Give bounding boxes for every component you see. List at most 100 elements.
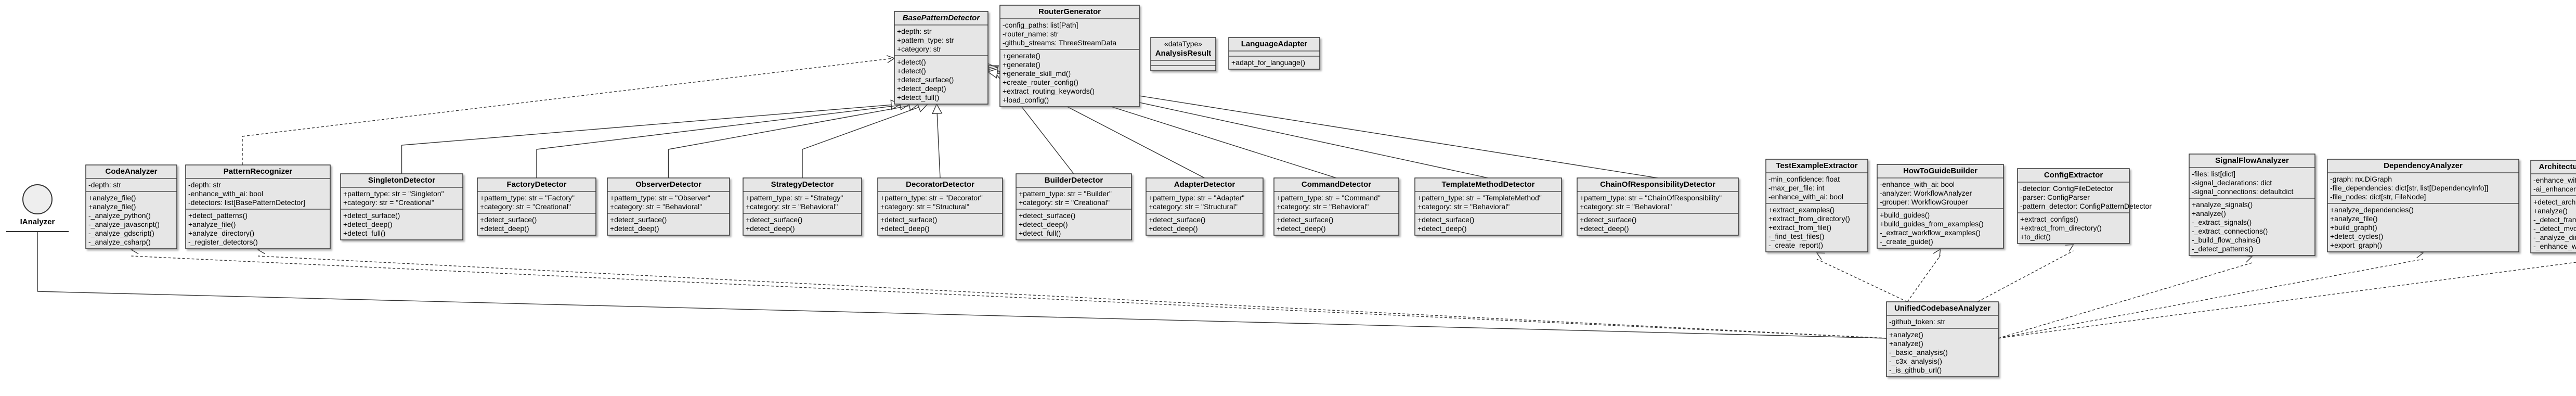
class-attribute: +pattern_type: str = "ChainOfResponsibil… (1580, 194, 1722, 202)
class-attribute: +pattern_type: str (897, 36, 954, 44)
class-adapter[interactable]: AdapterDetector+pattern_type: str = "Ada… (1146, 177, 1264, 236)
class-lang[interactable]: LanguageAdapter+adapt_for_language() (1228, 37, 1320, 70)
class-method: +analyze() (1889, 339, 1923, 348)
class-command[interactable]: CommandDetector+pattern_type: str = "Com… (1273, 177, 1399, 236)
class-method: +detect_deep() (343, 220, 393, 228)
class-attribute: -grouper: WorkflowGrouper (1880, 198, 1968, 206)
class-method: +detect_surface() (343, 211, 400, 220)
class-method: -_build_flow_chains() (2192, 236, 2260, 244)
class-box (1886, 301, 1999, 377)
class-method: +detect_surface() (880, 215, 937, 224)
class-attribute: -parser: ConfigParser (2020, 193, 2090, 201)
class-box (894, 11, 988, 105)
class-attribute: +pattern_type: str = "Observer" (610, 194, 710, 202)
class-attribute: -enhance_with_ai: bool (2533, 176, 2576, 184)
class-method: +analyze_file() (2330, 214, 2377, 223)
dependency-arrowhead (1933, 248, 1941, 258)
class-attribute: -detectors: list[BasePatternDetector] (188, 198, 305, 207)
class-attribute: -depth: str (88, 181, 121, 189)
class-signal[interactable]: SignalFlowAnalyzer-files: list[dict]-sig… (2189, 154, 2315, 256)
class-method: +detect_surface() (610, 215, 667, 224)
dependency-edge (257, 256, 1887, 339)
class-router[interactable]: RouterGenerator-config_paths: list[Path]… (999, 5, 1140, 107)
class-strategy[interactable]: StrategyDetector+pattern_type: str = "St… (743, 177, 862, 236)
class-method: -_extract_workflow_examples() (1880, 228, 1981, 237)
class-template[interactable]: TemplateMethodDetector+pattern_type: str… (1414, 177, 1562, 236)
class-method: -_analyze_directory_structure() (2533, 233, 2576, 241)
class-chain[interactable]: ChainOfResponsibilityDetector +pattern_ty… (1577, 177, 1739, 236)
generalization-edge (802, 107, 919, 150)
class-method: -_register_detectors() (188, 238, 258, 246)
class-testex[interactable]: TestExampleExtractor-min_confidence: flo… (1765, 159, 1868, 252)
class-result[interactable]: «dataType»AnalysisResult (1150, 37, 1216, 71)
dependency-arrowhead (2244, 254, 2253, 263)
class-name: CodeAnalyzer (105, 167, 157, 176)
class-name: CommandDetector (1302, 180, 1371, 189)
class-unified[interactable]: UnifiedCodebaseAnalyzer-github_token: st… (1886, 301, 1999, 377)
dependency-arrowhead (2065, 244, 2074, 252)
class-method: -_enhance_with_ai() (2533, 242, 2576, 250)
class-arch[interactable]: ArchitecturalPatternDetector-enhance_wit… (2530, 160, 2576, 253)
class-attribute: -detector: ConfigFileDetector (2020, 184, 2113, 193)
class-attribute: -enhance_with_ai: bool (1880, 180, 1955, 188)
class-name: ChainOfResponsibilityDetector (1600, 180, 1715, 189)
class-method: +extract_examples() (1768, 206, 1835, 214)
dependency-arrowhead (1816, 252, 1825, 260)
class-method: +detect_surface() (746, 215, 802, 224)
dependency-edge (131, 256, 1887, 339)
class-attribute: -enhance_with_ai: bool (188, 189, 263, 198)
ianalyzer-actor: IAnalyzer (6, 184, 69, 232)
class-observer[interactable]: ObserverDetector+pattern_type: str = "Ob… (607, 177, 730, 236)
class-attribute: -signal_connections: defaultdict (2192, 187, 2293, 196)
dependency-edge (1907, 255, 1941, 302)
class-recog[interactable]: PatternRecognizer-depth: str-enhance_wit… (185, 164, 331, 249)
actor-head-icon (22, 184, 53, 214)
dependency-edge (1998, 259, 2424, 339)
class-attribute: +pattern_type: str = "Strategy" (746, 194, 843, 202)
class-box (743, 177, 862, 236)
class-attribute: -ai_enhancer: AIEnhancer (2533, 185, 2576, 193)
class-method: +detect_deep() (1019, 220, 1068, 228)
class-method: -_basic_analysis() (1889, 348, 1948, 356)
class-attribute: -pattern_detector: ConfigPatternDetector (2020, 202, 2152, 210)
class-box (1577, 177, 1739, 236)
class-method: +analyze_file() (188, 220, 236, 228)
class-method: +analyze_file() (88, 202, 136, 211)
class-name: ConfigExtractor (2044, 171, 2103, 180)
class-box (1414, 177, 1562, 236)
class-method: +analyze_directory() (188, 229, 254, 237)
class-attribute: +category: str = "Structural" (1149, 202, 1238, 211)
class-name: DecoratorDetector (906, 180, 974, 189)
class-method: +extract_routing_keywords() (1003, 87, 1095, 95)
class-name: SingletonDetector (368, 176, 435, 185)
class-method: -_is_github_url() (1889, 366, 1942, 374)
class-method: +analyze_dependencies() (2330, 206, 2414, 214)
class-attribute: +pattern_type: str = "Builder" (1019, 189, 1112, 198)
generalization-arrowhead (932, 103, 943, 114)
class-method: +analyze() (1889, 330, 1923, 339)
class-method: +analyze() (2533, 207, 2568, 215)
class-attribute: -max_per_file: int (1768, 184, 1824, 192)
dependency-edge (242, 58, 894, 137)
class-method: +export_graph() (2330, 241, 2382, 249)
class-attribute: -github_streams: ThreeStreamData (1003, 39, 1116, 47)
class-config[interactable]: ConfigExtractor -detector: ConfigFileDete… (2017, 168, 2152, 244)
class-method: +detect_surface() (1277, 215, 1333, 224)
class-method: +detect() (897, 58, 926, 66)
class-factory[interactable]: FactoryDetector+pattern_type: str = "Fac… (477, 177, 596, 236)
class-base[interactable]: BasePatternDetector+depth: str+pattern_t… (894, 11, 988, 105)
class-singleton[interactable]: SingletonDetector+pattern_type: str = "S… (340, 173, 463, 240)
class-code[interactable]: CodeAnalyzer-depth: str+analyze_file()+a… (85, 164, 177, 249)
class-method: -_detect_frameworks() (2533, 215, 2576, 224)
class-howto[interactable]: HowToGuideBuilder-enhance_with_ai: bool-… (1877, 164, 2004, 249)
class-method: +detect_surface() (1417, 215, 1474, 224)
class-method: -_extract_connections() (2192, 227, 2268, 235)
class-decorator[interactable]: DecoratorDetector+pattern_type: str = "D… (877, 177, 1003, 236)
class-builder[interactable]: BuilderDetector+pattern_type: str = "Bui… (1016, 173, 1132, 240)
class-dep[interactable]: DependencyAnalyzer-graph: nx.DiGraph-fil… (2327, 159, 2519, 252)
class-method: +detect_deep() (610, 224, 659, 233)
dependency-edge (1816, 259, 1908, 302)
class-stereotype: «dataType» (1164, 40, 1202, 48)
class-box (2327, 159, 2519, 252)
class-attribute: -file_dependencies: dict[str, list[Depen… (2330, 184, 2488, 192)
